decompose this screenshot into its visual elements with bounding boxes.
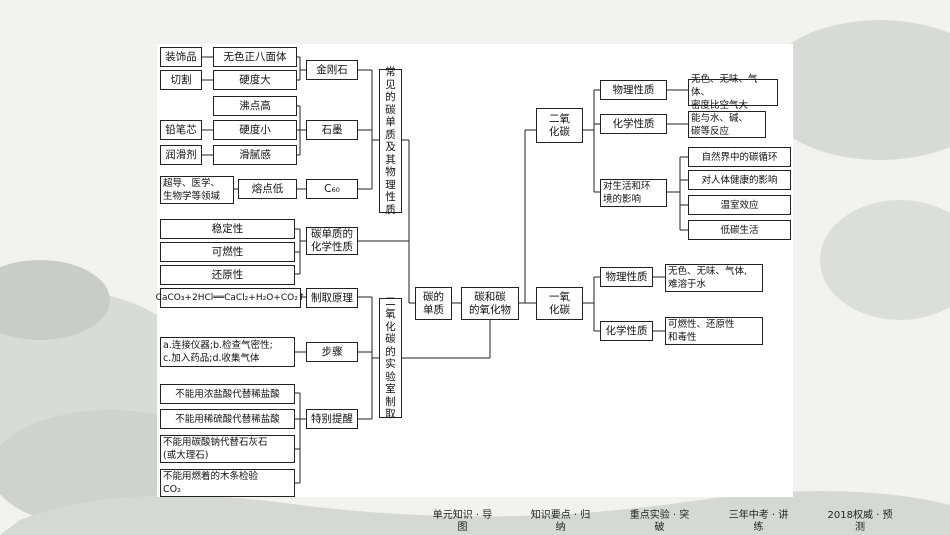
- greenhouse-effect-box: 温室效应: [688, 195, 791, 215]
- reaction-equation-box: CaCO₃+2HCl══CaCl₂+H₂O+CO₂↑: [156, 288, 305, 308]
- co-physical-label-box: 物理性质: [600, 267, 653, 287]
- steps-detail-box: a.连接仪器;b.检查气密性; c.加入药品;d.收集气体: [160, 337, 295, 367]
- co2-lab-prep-box: 二 氧 化 碳 的 实 验 室 制 取: [379, 296, 402, 420]
- cutting-box: 切割: [160, 70, 202, 90]
- colorless-octahedron-box: 无色正八面体: [213, 47, 297, 67]
- carbon-oxides-box: 碳和碳 的氧化物: [461, 287, 519, 320]
- co-chemical-label-box: 化学性质: [600, 321, 653, 341]
- co2-chemical-label-box: 化学性质: [600, 114, 667, 134]
- flammability-box: 可燃性: [160, 242, 295, 262]
- lubricant-box: 润滑剂: [160, 145, 202, 165]
- steps-box: 步骤: [306, 342, 358, 362]
- co2-physical-label-box: 物理性质: [600, 80, 667, 100]
- stability-box: 稳定性: [160, 219, 295, 239]
- nav-unit-map[interactable]: 单元知识 · 导 图: [432, 510, 493, 533]
- low-melting-box: 熔点低: [238, 179, 297, 199]
- co2-physical-box: 无色、无味、气体、 密度比空气大: [688, 74, 778, 111]
- co-box: 一氧 化碳: [536, 287, 583, 320]
- high-melting-box: 沸点高: [213, 96, 297, 116]
- low-carbon-life-box: 低碳生活: [688, 220, 791, 240]
- pencil-lead-box: 铅笔芯: [160, 120, 202, 140]
- nav-key-experiments[interactable]: 重点实验 · 突 破: [629, 510, 690, 533]
- decoration-box: 装饰品: [160, 47, 202, 67]
- nav-2018-forecast[interactable]: 2018权威 · 预 测: [827, 510, 893, 533]
- life-environment-impact-box: 对生活和环 境的影响: [600, 179, 667, 207]
- common-simple-substances-box: 常 见 的 碳 单 质 及 其 物 理 性 质: [379, 66, 402, 216]
- co2-chemical-box: 能与水、碱、 碳等反应: [688, 111, 766, 138]
- very-hard-box: 硬度大: [213, 70, 297, 90]
- health-impact-box: 对人体健康的影响: [688, 170, 791, 190]
- diamond-box: 金刚石: [306, 60, 358, 80]
- nav-three-year-exam[interactable]: 三年中考 · 讲 练: [728, 510, 789, 533]
- principle-box: 制取原理: [306, 288, 358, 308]
- carbon-cycle-box: 自然界中的碳循环: [688, 147, 791, 167]
- nav-key-points[interactable]: 知识要点 · 归 纳: [530, 510, 591, 533]
- low-hardness-box: 硬度小: [213, 120, 297, 140]
- co2-box: 二氧 化碳: [536, 108, 583, 143]
- co-physical-box: 无色、无味、气体, 难溶于水: [665, 264, 763, 292]
- reducibility-box: 还原性: [160, 265, 295, 285]
- graphite-box: 石墨: [306, 120, 358, 140]
- note-dilute-h2so4-box: 不能用稀硫酸代替稀盐酸: [160, 409, 295, 429]
- superconductor-box: 超导、医学、 生物学等领域: [160, 176, 234, 204]
- chemical-props-box: 碳单质的 化学性质: [306, 227, 358, 255]
- carbon-simple-box: 碳的 单质: [415, 287, 452, 320]
- note-na2co3-box: 不能用碳酸钠代替石灰石 (或大理石): [160, 435, 295, 463]
- slippery-box: 滑腻感: [213, 145, 297, 165]
- note-burning-stick-box: 不能用燃着的木条检验 CO₂: [160, 469, 295, 497]
- special-tips-box: 特别提醒: [306, 409, 358, 429]
- note-concentrated-hcl-box: 不能用浓盐酸代替稀盐酸: [160, 384, 295, 404]
- c60-box: C₆₀: [306, 179, 358, 199]
- co-chemical-box: 可燃性、还原性 和毒性: [665, 317, 763, 345]
